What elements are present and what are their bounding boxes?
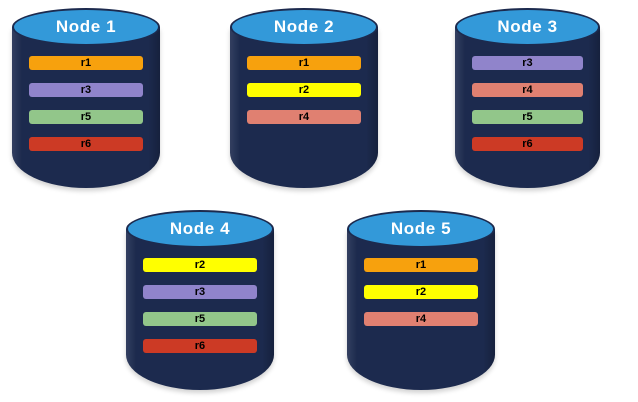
replica-bar[interactable]: r2 xyxy=(143,258,257,272)
replica-bar[interactable]: r1 xyxy=(364,258,478,272)
cylinder-shape xyxy=(126,210,274,390)
replica-bar[interactable]: r6 xyxy=(143,339,257,353)
node-title-1: Node 1 xyxy=(55,17,117,36)
cylinder-top-ellipse xyxy=(230,8,378,46)
replica-bar[interactable]: r3 xyxy=(471,56,584,70)
cylinder-body xyxy=(126,229,274,390)
database-node-1[interactable]: Node 1 r1 r3 r5 r6 xyxy=(12,8,160,188)
replica-list: r1 r2 r4 xyxy=(347,258,495,326)
node-title-2: Node 2 xyxy=(273,17,335,36)
replica-bar[interactable]: r4 xyxy=(364,312,478,326)
replica-bar[interactable]: r1 xyxy=(29,56,143,70)
cylinder-body xyxy=(230,27,378,188)
cylinder-top-ellipse xyxy=(12,8,160,46)
database-node-2[interactable]: Node 2 r1 r2 r4 xyxy=(230,8,378,188)
replica-bar[interactable]: r2 xyxy=(364,285,478,299)
cylinder-shape xyxy=(230,8,378,188)
replica-bar[interactable]: r5 xyxy=(471,110,584,124)
cylinder-top-ellipse xyxy=(455,8,600,46)
replica-bar[interactable]: r6 xyxy=(29,137,143,151)
cylinder-body xyxy=(12,27,160,188)
database-node-4[interactable]: Node 4 r2 r3 r5 r6 xyxy=(126,210,274,390)
node-title-4: Node 4 xyxy=(169,219,231,238)
replica-bar[interactable]: r4 xyxy=(247,110,361,124)
replica-bar[interactable]: r5 xyxy=(143,312,257,326)
replica-bar[interactable]: r6 xyxy=(471,137,584,151)
replica-list: r1 r2 r4 xyxy=(230,56,378,124)
node-title-3: Node 3 xyxy=(497,17,558,36)
cylinder-top-ellipse xyxy=(126,210,274,248)
replica-bar[interactable]: r3 xyxy=(143,285,257,299)
replica-bar[interactable]: r5 xyxy=(29,110,143,124)
replica-bar[interactable]: r4 xyxy=(471,83,584,97)
replica-list: r2 r3 r5 r6 xyxy=(126,258,274,353)
cylinder-shape xyxy=(455,8,600,188)
database-node-3[interactable]: Node 3 r3 r4 r5 r6 xyxy=(455,8,600,188)
cylinder-body xyxy=(455,27,600,188)
node-title-5: Node 5 xyxy=(390,219,452,238)
replica-bar[interactable]: r2 xyxy=(247,83,361,97)
cylinder-body xyxy=(347,229,495,390)
replica-bar[interactable]: r3 xyxy=(29,83,143,97)
replica-bar[interactable]: r1 xyxy=(247,56,361,70)
replica-list: r3 r4 r5 r6 xyxy=(455,56,600,151)
cylinder-top-ellipse xyxy=(347,210,495,248)
replica-list: r1 r3 r5 r6 xyxy=(12,56,160,151)
cylinder-shape xyxy=(347,210,495,390)
cylinder-shape xyxy=(12,8,160,188)
database-node-5[interactable]: Node 5 r1 r2 r4 xyxy=(347,210,495,390)
